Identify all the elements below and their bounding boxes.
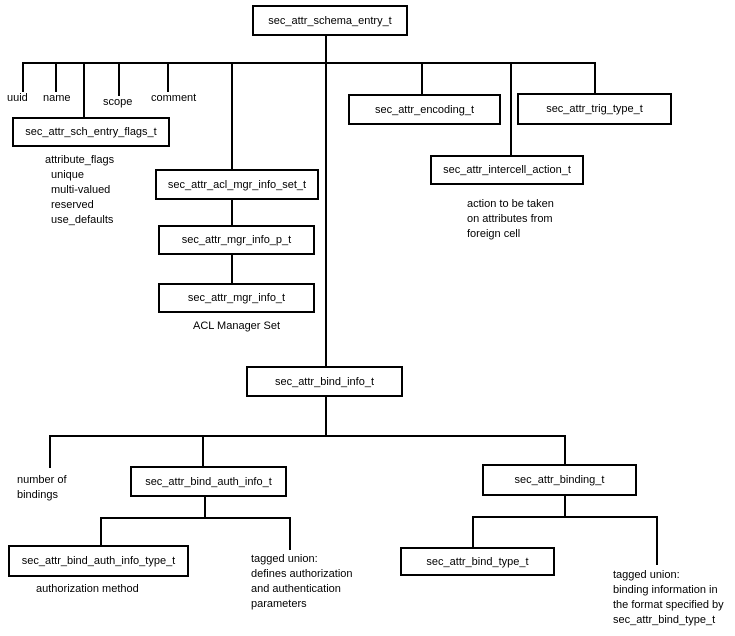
note-line: number of — [17, 474, 67, 486]
node-bind-auth-info: sec_attr_bind_auth_info_t — [130, 466, 287, 497]
note-line: parameters — [251, 598, 307, 610]
connector-line — [510, 62, 512, 155]
node-bind-info: sec_attr_bind_info_t — [246, 366, 403, 397]
connector-line — [22, 62, 24, 92]
note-binding-tagged-union: tagged union: binding information in the… — [613, 568, 724, 628]
note-auth-tagged-union: tagged union: defines authorization and … — [251, 552, 353, 612]
connector-line — [656, 516, 658, 565]
node-acl-mgr-info-set: sec_attr_acl_mgr_info_set_t — [155, 169, 319, 200]
note-line: on attributes from — [467, 213, 553, 225]
connector-line — [325, 62, 327, 366]
note-authorization-method: authorization method — [36, 583, 139, 595]
note-line: bindings — [17, 489, 58, 501]
note-line: action to be taken — [467, 198, 554, 210]
connector-line — [100, 517, 102, 545]
connector-line — [421, 62, 423, 95]
node-mgr-info: sec_attr_mgr_info_t — [158, 283, 315, 313]
connector-line — [204, 497, 206, 517]
connector-line — [55, 62, 57, 92]
note-line: and authentication — [251, 583, 341, 595]
connector-line — [289, 517, 291, 550]
connector-line — [564, 496, 566, 516]
connector-line — [83, 62, 85, 117]
node-bind-type: sec_attr_bind_type_t — [400, 547, 555, 576]
note-line: foreign cell — [467, 228, 521, 240]
node-intercell-action: sec_attr_intercell_action_t — [430, 155, 584, 185]
connector-line — [167, 62, 169, 92]
connector-line — [100, 517, 291, 519]
note-number-of-bindings: number of bindings — [17, 473, 67, 503]
connector-line — [231, 200, 233, 225]
label-comment: comment — [151, 92, 197, 104]
node-sch-entry-flags: sec_attr_sch_entry_flags_t — [12, 117, 170, 147]
label-name: name — [43, 92, 71, 104]
flags-list-item: use_defaults — [51, 214, 114, 226]
flags-list: attribute_flags unique multi-valued rese… — [45, 153, 114, 228]
node-encoding: sec_attr_encoding_t — [348, 94, 501, 125]
node-bind-auth-info-type: sec_attr_bind_auth_info_type_t — [8, 545, 189, 577]
connector-line — [594, 62, 596, 94]
connector-line — [325, 397, 327, 435]
node-binding: sec_attr_binding_t — [482, 464, 637, 496]
connector-line — [325, 36, 327, 62]
connector-line — [564, 435, 566, 464]
note-line: the format specified by — [613, 599, 724, 611]
label-uuid: uuid — [7, 92, 28, 104]
connector-line — [472, 516, 474, 547]
connector-line — [49, 435, 51, 468]
connector-line — [202, 435, 204, 466]
node-trig-type: sec_attr_trig_type_t — [517, 93, 672, 125]
connector-line — [231, 62, 233, 169]
note-line: defines authorization — [251, 568, 353, 580]
connector-line — [49, 435, 566, 437]
connector-line — [118, 62, 120, 96]
flags-list-item: unique — [51, 169, 85, 181]
note-line: binding information in — [613, 584, 718, 596]
node-schema-entry: sec_attr_schema_entry_t — [252, 5, 408, 36]
note-line: tagged union: — [613, 569, 680, 581]
connector-line — [22, 62, 596, 64]
connector-line — [472, 516, 658, 518]
note-line: tagged union: — [251, 553, 318, 565]
note-acl-manager-set: ACL Manager Set — [193, 320, 281, 332]
flags-list-item: attribute_flags — [45, 154, 115, 166]
note-line: sec_attr_bind_type_t — [613, 614, 716, 626]
label-scope: scope — [103, 96, 133, 108]
connector-line — [231, 255, 233, 283]
flags-list-item: multi-valued — [51, 184, 111, 196]
node-mgr-info-p: sec_attr_mgr_info_p_t — [158, 225, 315, 255]
note-intercell: action to be taken on attributes from fo… — [467, 197, 554, 242]
flags-list-item: reserved — [51, 199, 94, 211]
